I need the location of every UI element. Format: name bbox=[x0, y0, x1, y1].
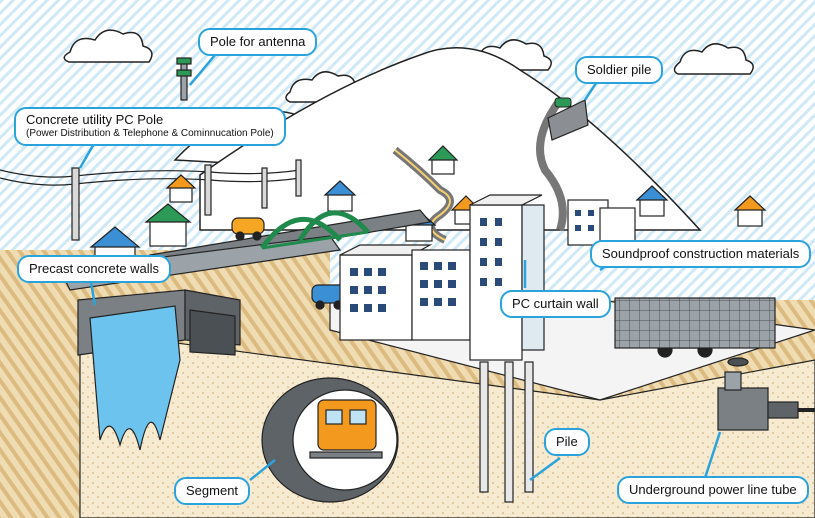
train bbox=[309, 399, 383, 459]
power-lines bbox=[0, 169, 301, 186]
callout-soldier-pile: Soldier pile bbox=[575, 56, 664, 84]
callout-precast-walls: Precast concrete walls bbox=[17, 255, 172, 283]
callout-concrete-pole: Concrete utility PC Pole (Power Distribu… bbox=[14, 107, 286, 146]
callout-underground-tube: Underground power line tube bbox=[617, 476, 809, 504]
callout-pc-curtain-wall: PC curtain wall bbox=[500, 290, 611, 318]
car-blue bbox=[311, 284, 347, 310]
label-concrete-pole-sub: (Power Distribution & Telephone & Cominn… bbox=[26, 128, 274, 139]
label-precast-walls: Precast concrete walls bbox=[29, 261, 160, 276]
hillside-road bbox=[536, 97, 567, 232]
building-windows bbox=[350, 210, 594, 312]
utility-poles bbox=[71, 159, 302, 241]
waterfall bbox=[89, 305, 181, 451]
antenna-pole bbox=[176, 57, 192, 101]
soldier-pile-wall bbox=[547, 97, 589, 141]
callout-soundproof: Soundproof construction materials bbox=[590, 240, 812, 268]
callout-segment: Segment bbox=[174, 477, 251, 505]
label-pile: Pile bbox=[556, 434, 578, 449]
building-1 bbox=[339, 244, 433, 341]
label-soldier-pile: Soldier pile bbox=[587, 62, 652, 77]
piles bbox=[479, 361, 534, 503]
label-pc-curtain-wall: PC curtain wall bbox=[512, 296, 599, 311]
arch-bridge bbox=[259, 210, 370, 250]
soundproof-wall bbox=[614, 297, 776, 349]
label-underground-tube: Underground power line tube bbox=[629, 482, 797, 497]
callout-pole-for-antenna: Pole for antenna bbox=[198, 28, 318, 56]
clouds bbox=[63, 29, 754, 103]
power-line-tube bbox=[717, 357, 815, 431]
car-orange-top bbox=[231, 217, 265, 241]
label-soundproof: Soundproof construction materials bbox=[602, 246, 800, 261]
label-pole-for-antenna: Pole for antenna bbox=[210, 34, 306, 49]
callout-pile: Pile bbox=[544, 428, 590, 456]
label-concrete-pole-title: Concrete utility PC Pole bbox=[26, 112, 164, 127]
big-mountain bbox=[199, 46, 702, 231]
label-segment: Segment bbox=[186, 483, 239, 498]
